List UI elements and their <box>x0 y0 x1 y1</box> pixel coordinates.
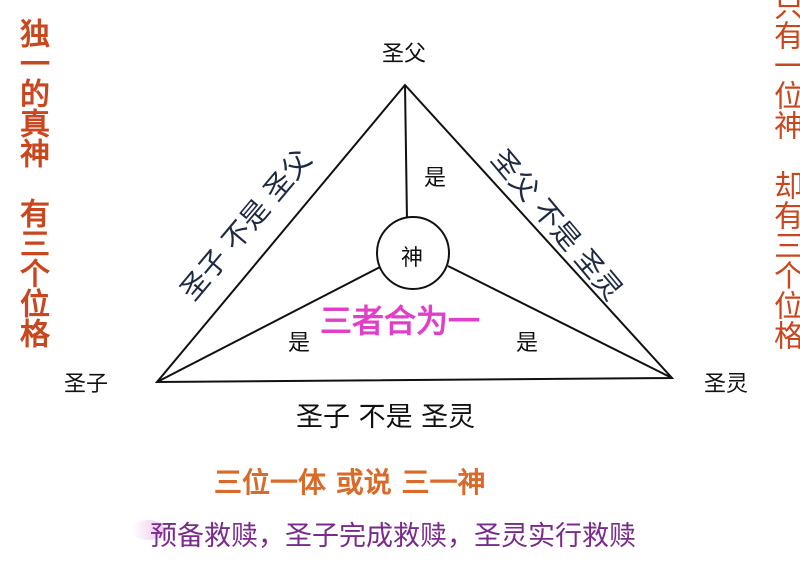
trinity-slogan: 三位一体 或说 三一神 <box>214 466 486 499</box>
right-side-caption: 只有一位神 却有三个位格 <box>768 0 800 350</box>
spoke-top-label: 是 <box>424 166 447 191</box>
spoke-left-label: 是 <box>288 331 311 356</box>
node-father-label: 圣父 <box>382 42 427 67</box>
god-circle <box>376 216 450 290</box>
triangle-outline <box>154 83 675 384</box>
center-phrase: 三者合为一 <box>320 302 481 340</box>
edge-bottom-label: 圣子 不是 圣灵 <box>296 402 476 433</box>
node-god-label: 神 <box>401 246 424 271</box>
left-side-caption: 独一的真神 有三个位格 <box>14 18 49 348</box>
faded-text-blob <box>132 520 164 540</box>
spoke-right-label: 是 <box>516 331 539 356</box>
spoke-left <box>156 265 383 383</box>
bottom-salvation-line: 预备救赎，圣子完成救赎，圣灵实行救赎 <box>150 521 636 552</box>
node-spirit-label: 圣灵 <box>704 372 749 397</box>
node-son-label: 圣子 <box>64 372 109 397</box>
spoke-top <box>404 84 408 221</box>
spoke-right <box>447 265 673 379</box>
